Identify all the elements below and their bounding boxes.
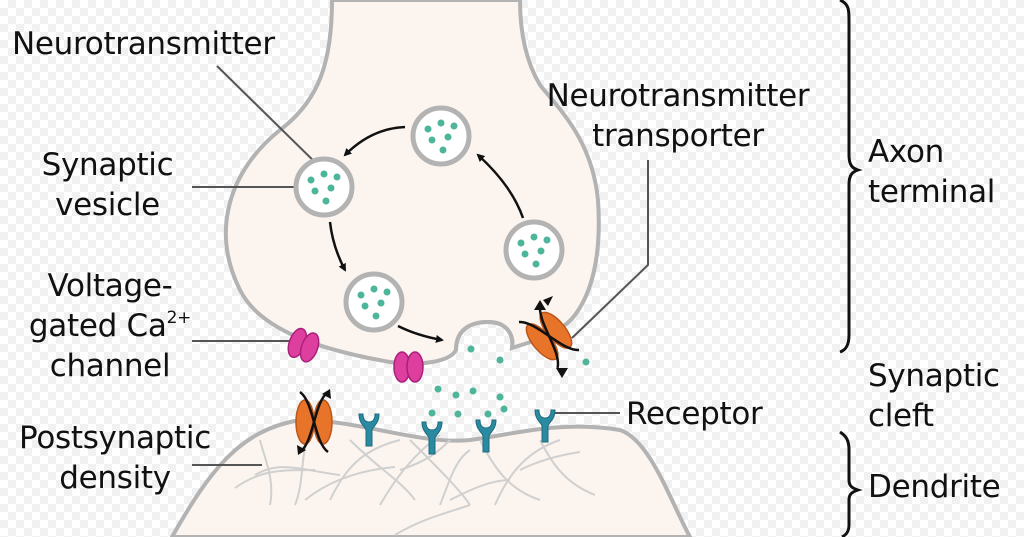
- leader-lines: [192, 65, 649, 466]
- released-neurotransmitters: [428, 345, 590, 418]
- label-line: density: [59, 460, 171, 496]
- label-line: gated Ca2+: [20, 306, 200, 346]
- neurotransmitter-molecule: [537, 247, 545, 255]
- label-neurotransmitter-transporter: Neurotransmitter transporter: [528, 76, 828, 156]
- neurotransmitter-molecule: [532, 260, 540, 268]
- neurotransmitter-molecule: [452, 391, 460, 399]
- neurotransmitter-molecule: [327, 184, 335, 192]
- label-receptor: Receptor: [626, 396, 763, 432]
- label-line: transporter: [592, 118, 764, 154]
- neurotransmitter-molecule: [434, 385, 442, 393]
- neurotransmitter-molecule: [543, 236, 551, 244]
- neurotransmitter-molecule: [450, 122, 458, 130]
- receptor: [421, 421, 443, 455]
- label-line: Axon: [868, 134, 945, 170]
- label-voltage-gated-ca-channel: Voltage- gated Ca2+ channel: [20, 266, 200, 386]
- synaptic-vesicle: [293, 156, 355, 218]
- neurotransmitter-molecule: [496, 356, 504, 364]
- receptor: [358, 413, 380, 447]
- neurotransmitter-molecule: [444, 133, 452, 141]
- neurotransmitter-molecule: [320, 170, 328, 178]
- neurotransmitter-molecule: [521, 250, 529, 258]
- post-arrow-up-icon: [322, 389, 331, 399]
- region-brackets: [839, 0, 863, 537]
- voltage-gated-ca-channel: [393, 351, 424, 383]
- neurotransmitter-molecule: [517, 239, 525, 247]
- axon-terminal-bracket: [839, 0, 863, 354]
- label-axon-terminal: Axon terminal: [868, 132, 995, 212]
- neurotransmitter-molecule: [383, 288, 391, 296]
- voltage-gated-ca-channel: [287, 327, 320, 363]
- neurotransmitter-molecule: [484, 410, 492, 418]
- neurotransmitter-molecule: [469, 387, 477, 395]
- label-line: Neurotransmitter: [546, 78, 810, 114]
- dendrite-bracket: [839, 430, 863, 537]
- neurotransmitter-molecule: [333, 173, 341, 181]
- label-line: Synaptic: [868, 358, 1000, 394]
- label-synaptic-vesicle: Synaptic vesicle: [30, 145, 185, 225]
- vesicle-cycle-arrows: [328, 125, 525, 343]
- neurotransmitter-transporter: [518, 296, 580, 369]
- neurotransmitter-molecule: [496, 393, 504, 401]
- neurotransmitter-molecule: [500, 405, 508, 413]
- label-postsynaptic-density: Postsynaptic density: [5, 418, 225, 498]
- neurotransmitter-molecule: [361, 302, 369, 310]
- neurotransmitter-molecule: [372, 312, 380, 320]
- label-dendrite: Dendrite: [868, 469, 1001, 505]
- transporter-arrow-down-icon: [556, 368, 568, 378]
- neurotransmitter-molecule: [439, 146, 447, 154]
- neurotransmitter-molecule: [377, 299, 385, 307]
- neurotransmitter-molecule: [307, 176, 315, 184]
- label-line: Voltage-: [47, 268, 173, 304]
- synaptic-vesicle: [410, 105, 472, 167]
- neurotransmitter-molecule: [530, 233, 538, 241]
- synaptic-vesicles: [293, 105, 565, 333]
- synaptic-vesicle: [343, 271, 405, 333]
- fusion-pore: [454, 319, 515, 351]
- receptors: [358, 409, 556, 455]
- label-line: terminal: [868, 174, 996, 210]
- postsynaptic-transporter: [295, 390, 333, 454]
- receptor: [475, 419, 497, 453]
- neurotransmitter-molecule: [370, 285, 378, 293]
- label-synaptic-cleft: Synaptic cleft: [868, 356, 1000, 436]
- synaptic-vesicle: [503, 219, 565, 281]
- neurotransmitter-molecule: [467, 345, 475, 353]
- label-line: channel: [49, 348, 171, 384]
- neurotransmitter-molecule: [437, 119, 445, 127]
- neurotransmitter-molecule: [424, 125, 432, 133]
- neurotransmitter-molecule: [322, 197, 330, 205]
- label-line: Postsynaptic: [19, 420, 211, 456]
- neurotransmitter-molecule: [582, 358, 590, 366]
- label-line: Synaptic: [41, 147, 174, 183]
- transporter-arrow-up-icon: [534, 300, 546, 310]
- neurotransmitter-molecule: [428, 409, 436, 417]
- label-neurotransmitter: Neurotransmitter: [12, 26, 275, 62]
- label-text: gated Ca: [28, 308, 167, 344]
- post-arrow-down-icon: [297, 445, 306, 455]
- label-line: cleft: [868, 398, 934, 434]
- neurotransmitter-molecule: [454, 410, 462, 418]
- receptor: [534, 409, 556, 443]
- neurotransmitter-molecule: [428, 136, 436, 144]
- label-line: vesicle: [55, 187, 160, 223]
- neurotransmitter-molecule: [311, 187, 319, 195]
- ca-superscript: 2+: [166, 308, 192, 328]
- neurotransmitter-molecule: [357, 291, 365, 299]
